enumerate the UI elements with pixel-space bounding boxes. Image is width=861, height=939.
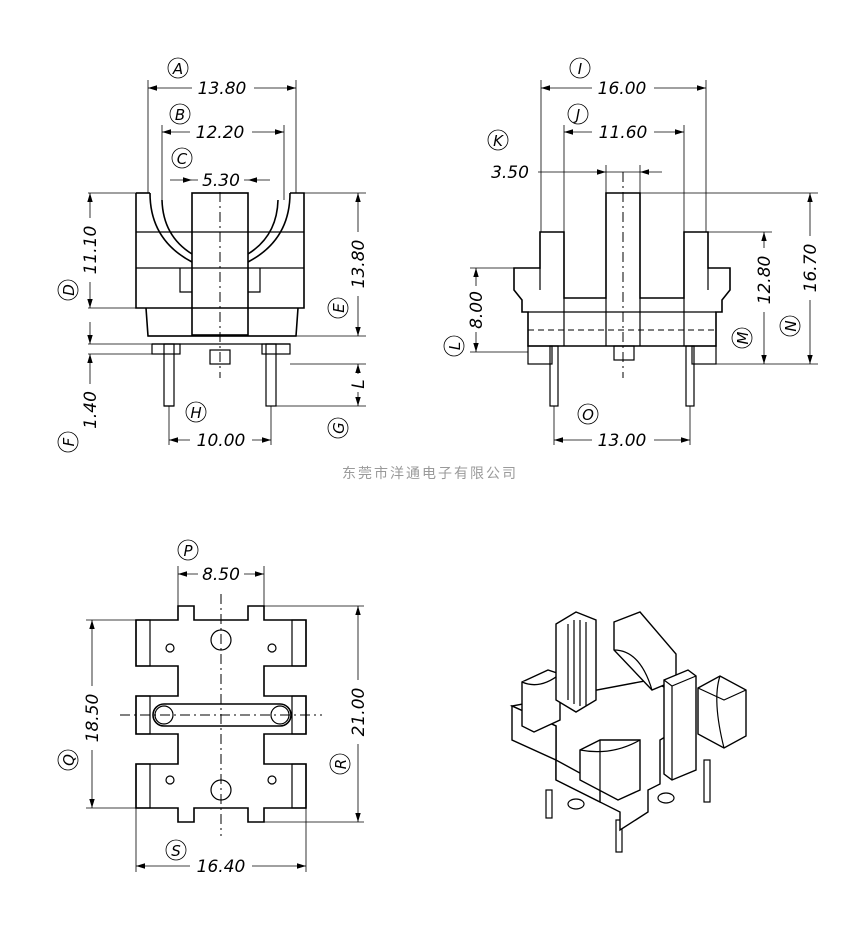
iso-pins (545, 759, 711, 853)
front-body (135, 172, 305, 407)
dim-r: 21.00 R (329, 606, 369, 822)
dim-h-value: 10.00 (197, 431, 246, 451)
dim-n-value: 16.70 (801, 244, 821, 293)
dim-q-value: 18.50 (83, 694, 103, 743)
dim-i: 16.00 I (541, 57, 706, 99)
dim-m: 12.80 M (731, 232, 775, 364)
dim-b-value: 12.20 (196, 123, 245, 143)
dim-o-value: 13.00 (598, 431, 647, 451)
front-extension-lines (88, 80, 366, 445)
bottom-view: 8.50 P 18.50 Q 21.00 R 16.40 S (57, 539, 369, 877)
dim-d-label: D (60, 284, 78, 296)
dim-r-label: R (332, 759, 350, 769)
dim-m-value: 12.80 (755, 256, 775, 305)
dim-k-value: 3.50 (491, 163, 529, 183)
dim-s-value: 16.40 (197, 857, 246, 877)
dim-o: 13.00 O (554, 403, 690, 451)
dim-a-label: A (172, 60, 183, 78)
dim-n-label: N (782, 320, 800, 331)
dim-c-value: 5.30 (202, 171, 240, 191)
dim-l: 8.00 L (443, 268, 487, 357)
dim-d: 11.10 D (57, 193, 101, 308)
dim-p-label: P (183, 542, 193, 560)
dim-f-value: 1.40 (81, 391, 101, 429)
dim-e-value: 13.80 (349, 240, 369, 289)
dim-c: 5.30 C (170, 147, 270, 191)
dim-d-value: 11.10 (81, 226, 101, 275)
dim-n: 16.70 N (779, 193, 821, 364)
dim-a: 13.80 A (148, 57, 296, 99)
dim-i-label: I (578, 60, 583, 78)
dim-e: 13.80 E (327, 193, 369, 336)
dim-f: 1.40 F (57, 322, 101, 453)
dim-j: 11.60 J (564, 103, 684, 143)
dim-g: L G (327, 364, 369, 439)
front-view: 13.80 A 12.20 B 5.30 C 11.10 (57, 57, 369, 453)
dim-o-label: O (582, 406, 594, 424)
dim-a-value: 13.80 (198, 79, 247, 99)
dim-s-label: S (171, 842, 181, 860)
dim-c-label: C (177, 150, 188, 168)
dim-b-label: B (175, 106, 185, 124)
dim-m-label: M (734, 331, 752, 344)
dim-q: 18.50 Q (57, 620, 103, 808)
dim-s: 16.40 S (136, 839, 306, 877)
dim-h-label: H (190, 404, 201, 422)
bottom-extension-lines (86, 566, 364, 872)
dim-i-value: 16.00 (598, 79, 647, 99)
isometric-view (509, 611, 747, 853)
dim-h: 10.00 H (169, 401, 271, 451)
bottom-body (120, 594, 322, 836)
side-view: 16.00 I 11.60 J 3.50 K 8.00 L (443, 57, 821, 451)
dim-e-label: E (330, 303, 348, 313)
dim-k-label: K (493, 132, 504, 150)
dim-f-label: F (60, 437, 78, 446)
dim-g-label: G (330, 422, 348, 434)
dim-l-label: L (446, 342, 464, 350)
dim-p: 8.50 P (177, 539, 264, 585)
dim-j-label: J (573, 106, 580, 124)
dim-k: 3.50 K (487, 129, 662, 183)
dim-p-value: 8.50 (202, 565, 240, 585)
side-body (513, 172, 731, 407)
dim-g-value: L (349, 379, 369, 388)
dim-b: 12.20 B (162, 103, 284, 143)
company-watermark: 东莞市洋通电子有限公司 (342, 465, 518, 482)
dim-l-value: 8.00 (467, 291, 487, 329)
dim-q-label: Q (60, 754, 78, 766)
dim-j-value: 11.60 (599, 123, 648, 143)
dim-r-value: 21.00 (349, 688, 369, 737)
